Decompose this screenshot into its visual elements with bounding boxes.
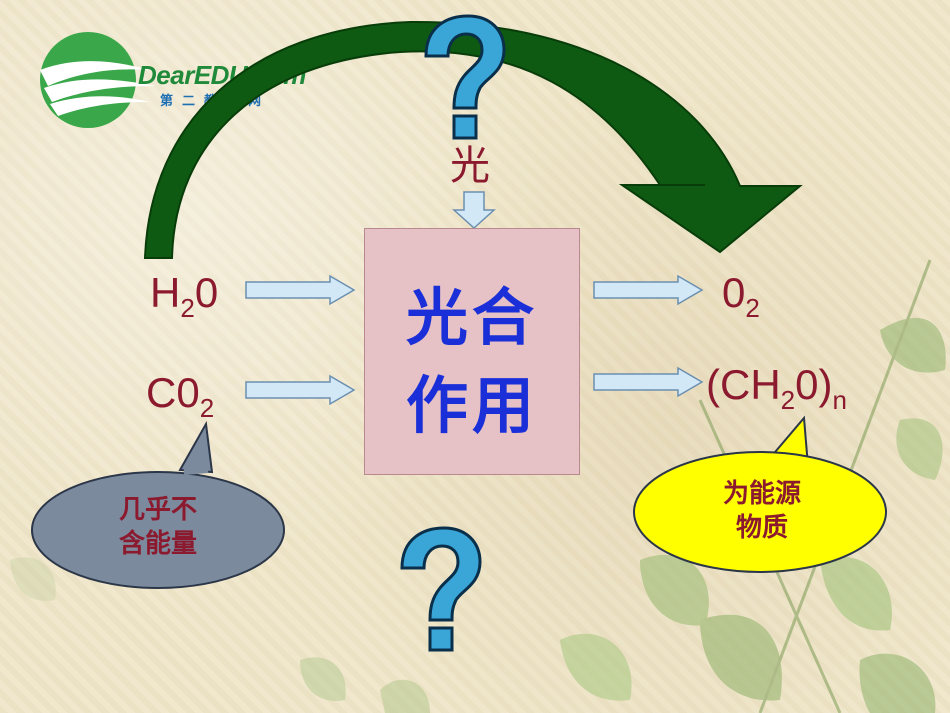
right-bubble-line-2: 物质 [735,512,788,543]
water-main: H [150,269,181,316]
water-sub: 2 [180,293,195,323]
sugar-sub2: n [832,385,847,415]
oxygen-formula: 02 [722,269,760,322]
light-label: 光 [450,143,490,189]
sugar-mid: 0) [795,361,833,408]
co2-formula: C02 [146,369,214,422]
water-formula: H20 [150,269,219,322]
left-bubble-line-1: 几乎不 [118,495,197,525]
oxygen-sub: 2 [745,293,760,323]
process-line-2: 作用 [405,369,538,442]
right-bubble-text: 为能源 物质 [690,478,834,546]
water-tail: 0 [194,269,219,316]
sugar-sub: 2 [780,385,796,415]
sugar-formula: (CH20)n [706,361,847,414]
right-bubble-line-1: 为能源 [722,479,801,509]
co2-main: C0 [146,369,200,416]
sugar-pre: (CH [706,361,781,408]
left-bubble-line-2: 含能量 [118,528,197,559]
process-box: 光合 作用 [364,228,580,475]
co2-sub: 2 [199,393,215,423]
process-line-1: 光合 [405,281,538,354]
left-bubble-text: 几乎不 含能量 [86,494,230,562]
oxygen-main: 0 [722,269,746,316]
